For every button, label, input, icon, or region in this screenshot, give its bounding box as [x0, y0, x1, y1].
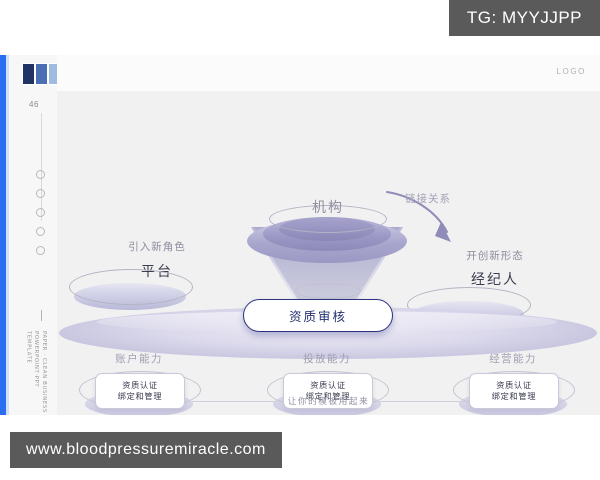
color-swatch-light[interactable] [49, 64, 60, 84]
site-watermark-badge: www.bloodpressuremiracle.com [10, 432, 282, 468]
slide-footer: 让你的模板用起来 [57, 391, 600, 411]
color-swatch-dark[interactable] [23, 64, 34, 84]
capability-group-delivery: 投放能力 资质认证 绑定和管理 [257, 351, 397, 415]
left-platform-ring [69, 269, 193, 305]
capability-card-line2: 绑定和管理 [305, 391, 351, 401]
color-swatch-medium[interactable] [36, 64, 47, 84]
capability-card-line1: 资质认证 [310, 379, 346, 390]
rail-dot-4[interactable] [36, 227, 45, 236]
capability-card-line1: 资质认证 [496, 379, 532, 390]
rail-dot-2[interactable] [36, 189, 45, 198]
capability-card-line2: 绑定和管理 [117, 391, 163, 401]
link-arrow-icon [386, 191, 451, 242]
funnel-ring-top [269, 205, 387, 233]
capability-group-title: 经营能力 [489, 353, 537, 365]
slide-canvas[interactable]: LOGO 引入新角色 平台 机构 官方账号 [57, 55, 600, 415]
qualification-review-pill[interactable]: 资质审核 [243, 299, 393, 332]
footer-text: 让你的模板用起来 [287, 397, 370, 407]
footer-rule-right [379, 400, 466, 402]
rail-dot-3[interactable] [36, 208, 45, 217]
left-platform-pedestal [69, 269, 193, 310]
capability-card-line1: 资质认证 [122, 379, 158, 390]
left-accent-rail [0, 55, 6, 415]
capability-card[interactable]: 资质认证 绑定和管理 [283, 373, 373, 409]
left-platform-sublabel: 引入新角色 [128, 241, 186, 253]
page-number: 46 [29, 100, 39, 109]
slide-header-band [57, 55, 600, 92]
rail-tick-mark [41, 310, 42, 321]
funnel-top-label: 机构 [312, 200, 344, 216]
footer-rule-left [191, 400, 278, 402]
rail-dot-5[interactable] [36, 246, 45, 255]
capability-group-title: 账户能力 [115, 353, 163, 365]
capability-group-title: 投放能力 [303, 353, 351, 365]
capability-card-line2: 绑定和管理 [491, 391, 537, 401]
left-accent-rail-soft [6, 55, 9, 415]
capability-card[interactable]: 资质认证 绑定和管理 [95, 373, 185, 409]
slide-content-area: 引入新角色 平台 机构 官方账号 链接 [57, 91, 600, 415]
qualification-review-label: 资质审核 [288, 309, 347, 324]
rail-vertical-note: PAPER · CLEAN BUSINESS POWERPOINT·PPT TE… [25, 331, 47, 413]
slide-gutter: 46 PAPER · CLEAN BUSINESS POWERPOINT·PPT… [9, 55, 62, 415]
telegram-watermark-badge: TG: MYYJJPP [448, 0, 600, 36]
link-relation-label: 链接关系 [405, 193, 451, 205]
rail-dot-1[interactable] [36, 170, 45, 179]
slide-editor: 46 PAPER · CLEAN BUSINESS POWERPOINT·PPT… [0, 55, 600, 415]
capability-group-account: 账户能力 资质认证 绑定和管理 [69, 351, 209, 415]
color-palette-swatches[interactable] [22, 63, 62, 85]
capability-card[interactable]: 资质认证 绑定和管理 [469, 373, 559, 409]
capability-group-operation: 经营能力 资质认证 绑定和管理 [443, 351, 583, 415]
right-platform-label: 经纪人 [471, 272, 519, 288]
rail-divider-line [41, 113, 42, 221]
logo-placeholder: LOGO [556, 67, 586, 76]
right-platform-sublabel: 开创新形态 [466, 250, 524, 262]
funnel-ring-middle [295, 283, 361, 299]
